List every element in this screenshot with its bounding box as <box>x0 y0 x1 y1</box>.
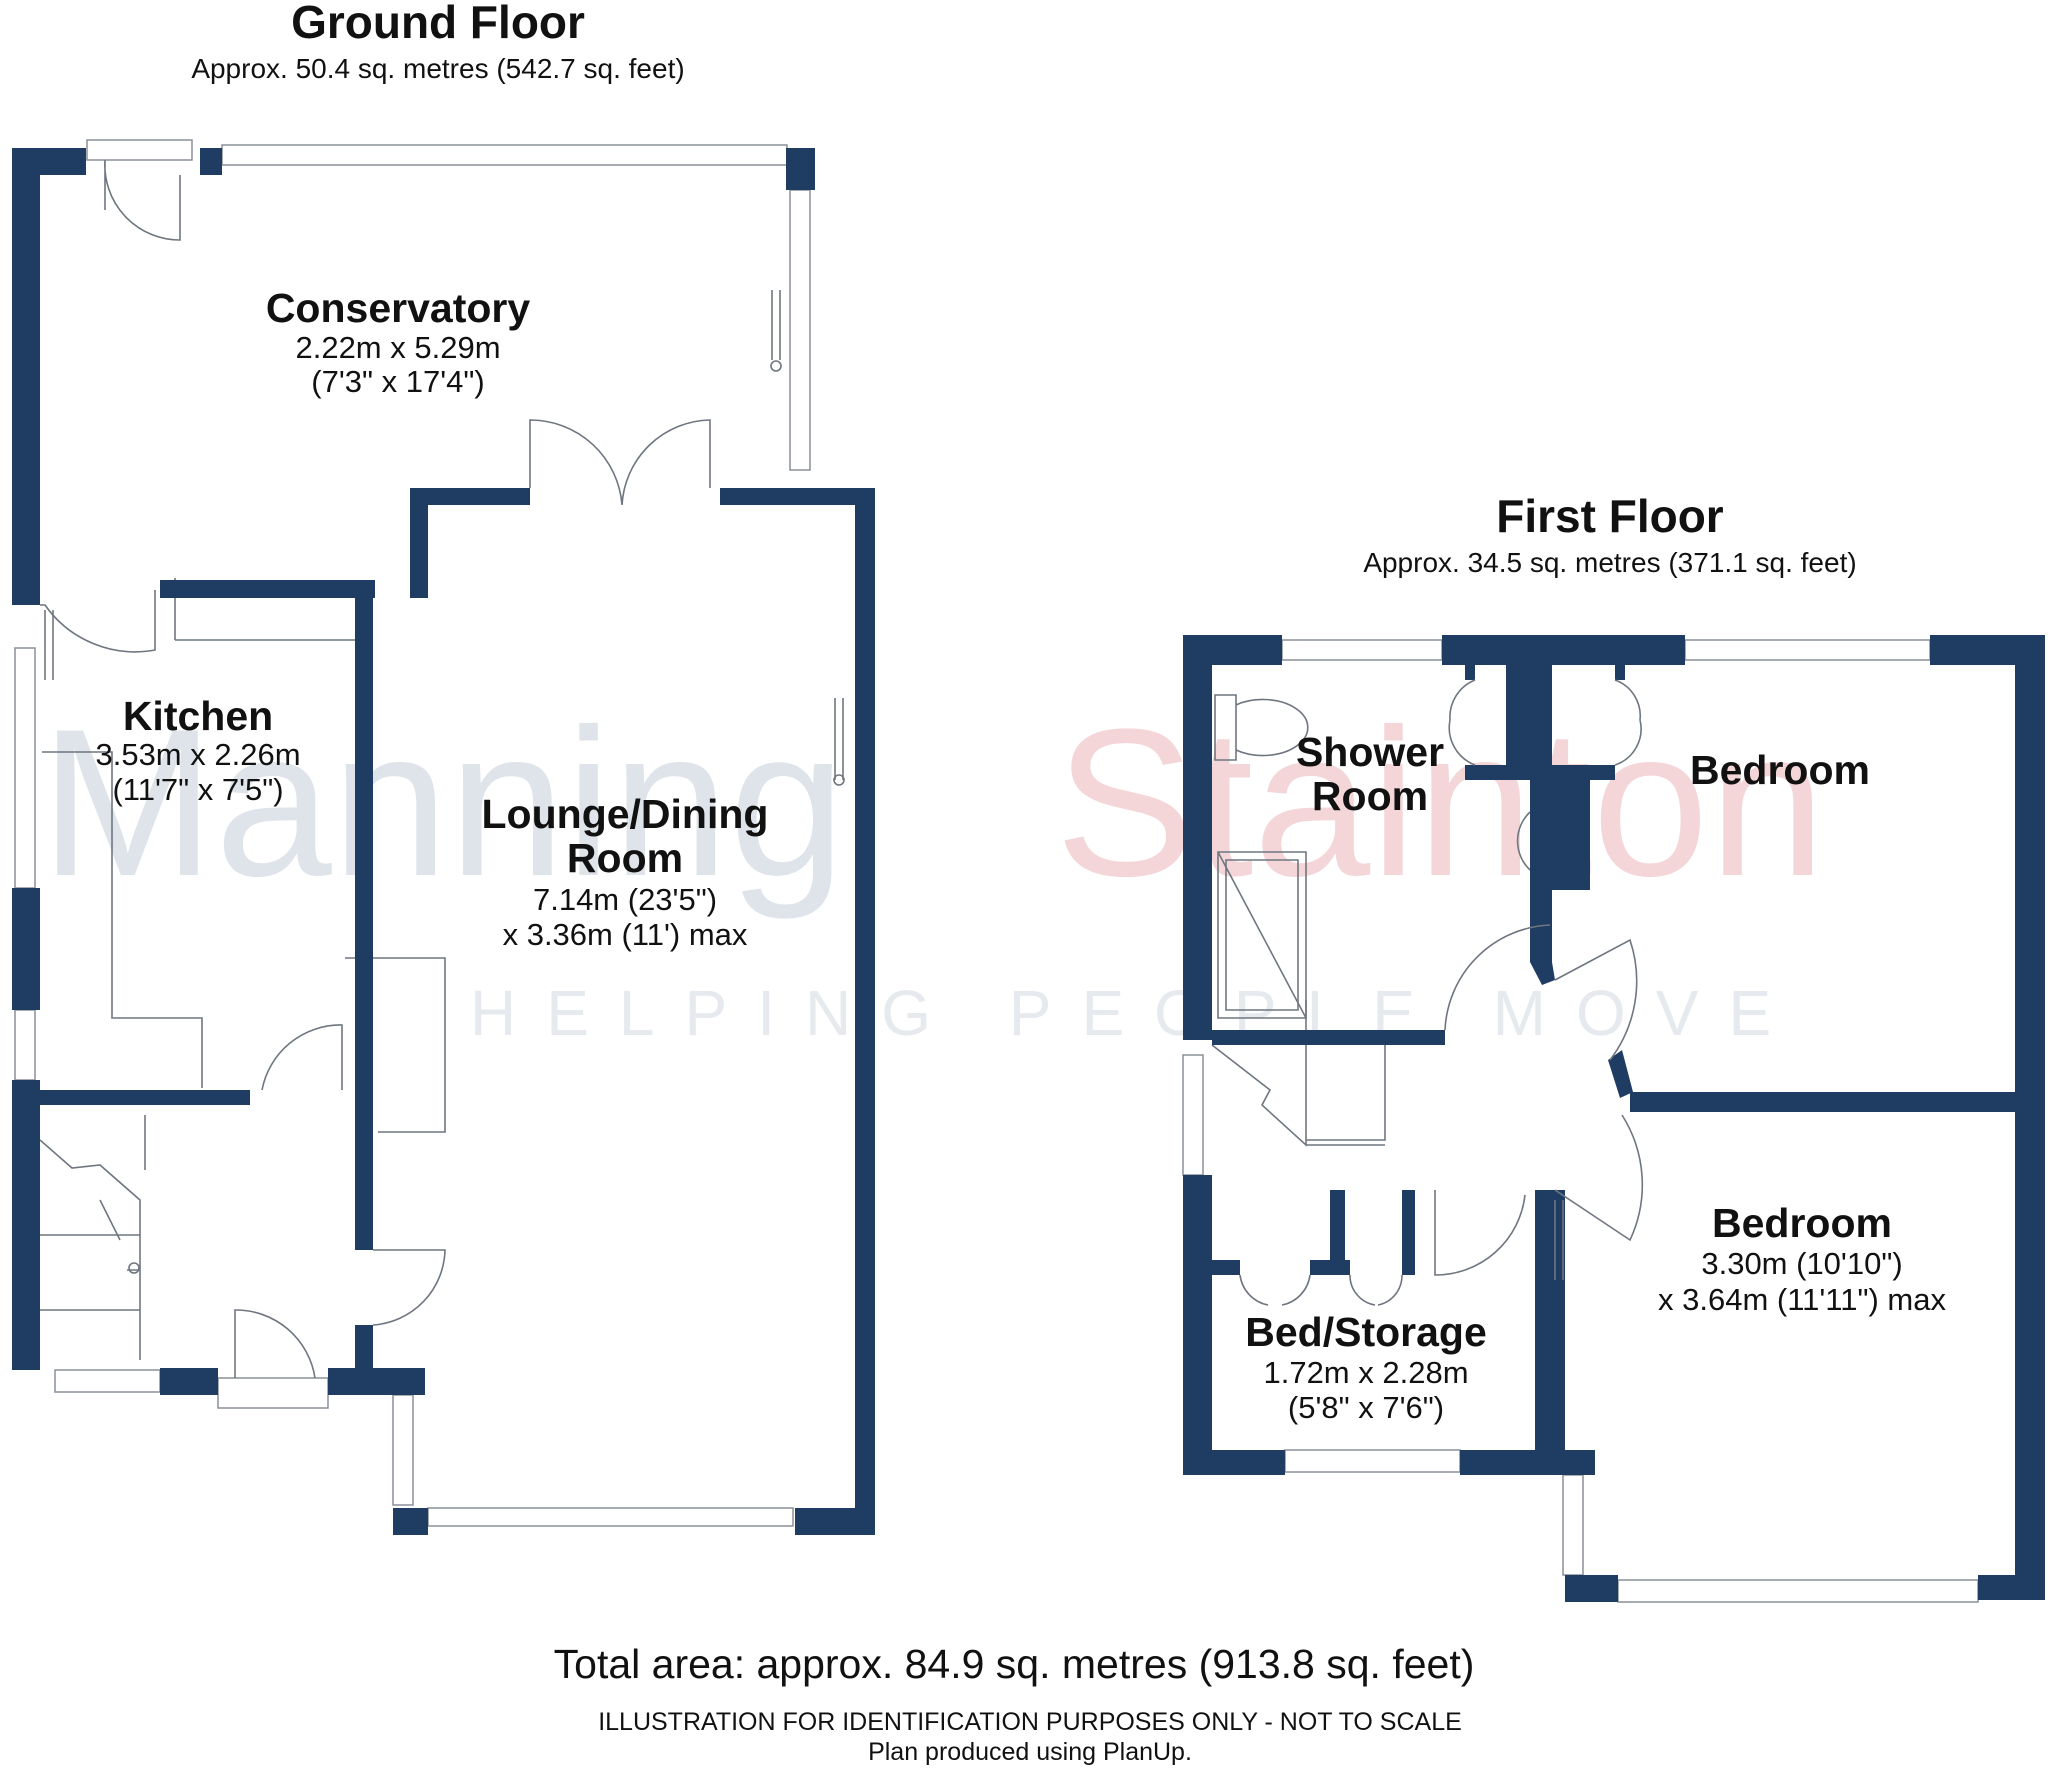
produced-by: Plan produced using PlanUp. <box>868 1738 1192 1766</box>
ground-stairs <box>39 1139 141 1360</box>
kitchen-worktop <box>42 578 446 1133</box>
bedroom-lower-label: Bedroom <box>1712 1200 1892 1246</box>
conservatory-right-window <box>789 189 811 471</box>
bedroom-lower-front-window <box>1617 1579 1979 1603</box>
bed-storage-label: Bed/Storage <box>1245 1309 1487 1355</box>
kitchen-conservatory-door[interactable] <box>40 590 156 653</box>
lounge-socket <box>833 774 845 786</box>
lounge-dimensions-width: x 3.36m (11') max <box>503 917 748 952</box>
watermark-tagline: HELPING PEOPLE MOVE <box>470 977 1801 1049</box>
watermark-word-stainton: Stainton <box>1055 685 1826 920</box>
bedroom-radiator <box>1554 1200 1564 1280</box>
conservatory-external-door[interactable] <box>104 159 181 241</box>
ground-floor-title: Ground Floor <box>291 0 585 48</box>
shower-room-label-line1: Shower <box>1296 729 1444 775</box>
bedroom-lower-dimensions-length: 3.30m (10'10") <box>1701 1246 1902 1281</box>
basin <box>1516 811 1531 871</box>
lounge-dimensions-length: 7.14m (23'5") <box>533 882 717 917</box>
lounge-label-line2: Room <box>567 835 683 881</box>
total-area: Total area: approx. 84.9 sq. metres (913… <box>554 1641 1475 1687</box>
watermark-word-manning: Manning <box>40 685 846 920</box>
bedroom-lower-dimensions-width: x 3.64m (11'11") max <box>1658 1282 1946 1317</box>
landing-window <box>1182 1054 1204 1176</box>
stair-newel <box>128 1262 140 1274</box>
bed-storage-window <box>1284 1449 1461 1473</box>
lounge-french-doors[interactable] <box>529 419 711 506</box>
first-floor-plan <box>1182 635 2045 1603</box>
shower-room-door[interactable] <box>1444 924 1551 1031</box>
conservatory-door-frame <box>86 139 193 161</box>
kitchen-window <box>14 647 36 889</box>
conservatory-socket <box>770 360 782 372</box>
bed-storage-door[interactable] <box>1434 1190 1526 1276</box>
bed-storage-cupboard-doors[interactable] <box>1239 1274 1403 1306</box>
hall-side-window <box>14 1009 36 1081</box>
lounge-hall-door[interactable] <box>372 1249 446 1326</box>
bedroom-lower-door[interactable] <box>1554 1114 1644 1242</box>
shower-room-label-line2: Room <box>1312 773 1428 819</box>
bed-storage-dimensions-imperial: (5'8" x 7'6") <box>1288 1390 1444 1425</box>
conservatory-radiator <box>771 290 781 360</box>
first-floor-stairs <box>1211 1000 1386 1147</box>
shower-screen <box>1217 851 1307 1019</box>
bed-storage-dimensions-metric: 1.72m x 2.28m <box>1263 1355 1468 1390</box>
bedroom-cupboard-doors[interactable] <box>1614 679 1642 766</box>
shower-cupboard-doors[interactable] <box>1448 679 1476 766</box>
toilet <box>1214 694 1309 761</box>
kitchen-dimensions-imperial: (11'7" x 7'5") <box>112 772 283 807</box>
conservatory-dimensions-imperial: (7'3" x 17'4") <box>311 364 484 399</box>
conservatory-label: Conservatory <box>266 285 531 331</box>
bedroom-upper-window <box>1684 639 1931 661</box>
first-floor-title: First Floor <box>1496 490 1724 542</box>
lounge-radiator <box>834 698 844 780</box>
ground-floor-plan <box>12 139 875 1535</box>
ground-floor-area: Approx. 50.4 sq. metres (542.7 sq. feet) <box>191 53 684 84</box>
kitchen-label: Kitchen <box>123 693 273 739</box>
bedroom-upper-door[interactable] <box>1554 938 1638 1061</box>
hall-front-window <box>54 1369 161 1393</box>
bedroom-lower-side-window <box>1562 1474 1584 1576</box>
kitchen-hall-door[interactable] <box>261 1024 343 1091</box>
conservatory-dimensions-metric: 2.22m x 5.29m <box>295 330 500 365</box>
lounge-side-window <box>392 1394 414 1506</box>
shower-room-window <box>1281 639 1443 661</box>
kitchen-dimensions-metric: 3.53m x 2.26m <box>95 737 300 772</box>
first-floor-area: Approx. 34.5 sq. metres (371.1 sq. feet) <box>1363 547 1856 578</box>
kitchen-radiator <box>44 610 54 680</box>
front-door[interactable] <box>234 1309 316 1379</box>
front-door-frame <box>217 1377 329 1409</box>
disclaimer: ILLUSTRATION FOR IDENTIFICATION PURPOSES… <box>598 1708 1462 1736</box>
lounge-front-window <box>427 1507 794 1527</box>
conservatory-top-window <box>221 144 788 166</box>
bedroom-upper-label: Bedroom <box>1690 747 1870 793</box>
lounge-label-line1: Lounge/Dining <box>482 791 769 837</box>
